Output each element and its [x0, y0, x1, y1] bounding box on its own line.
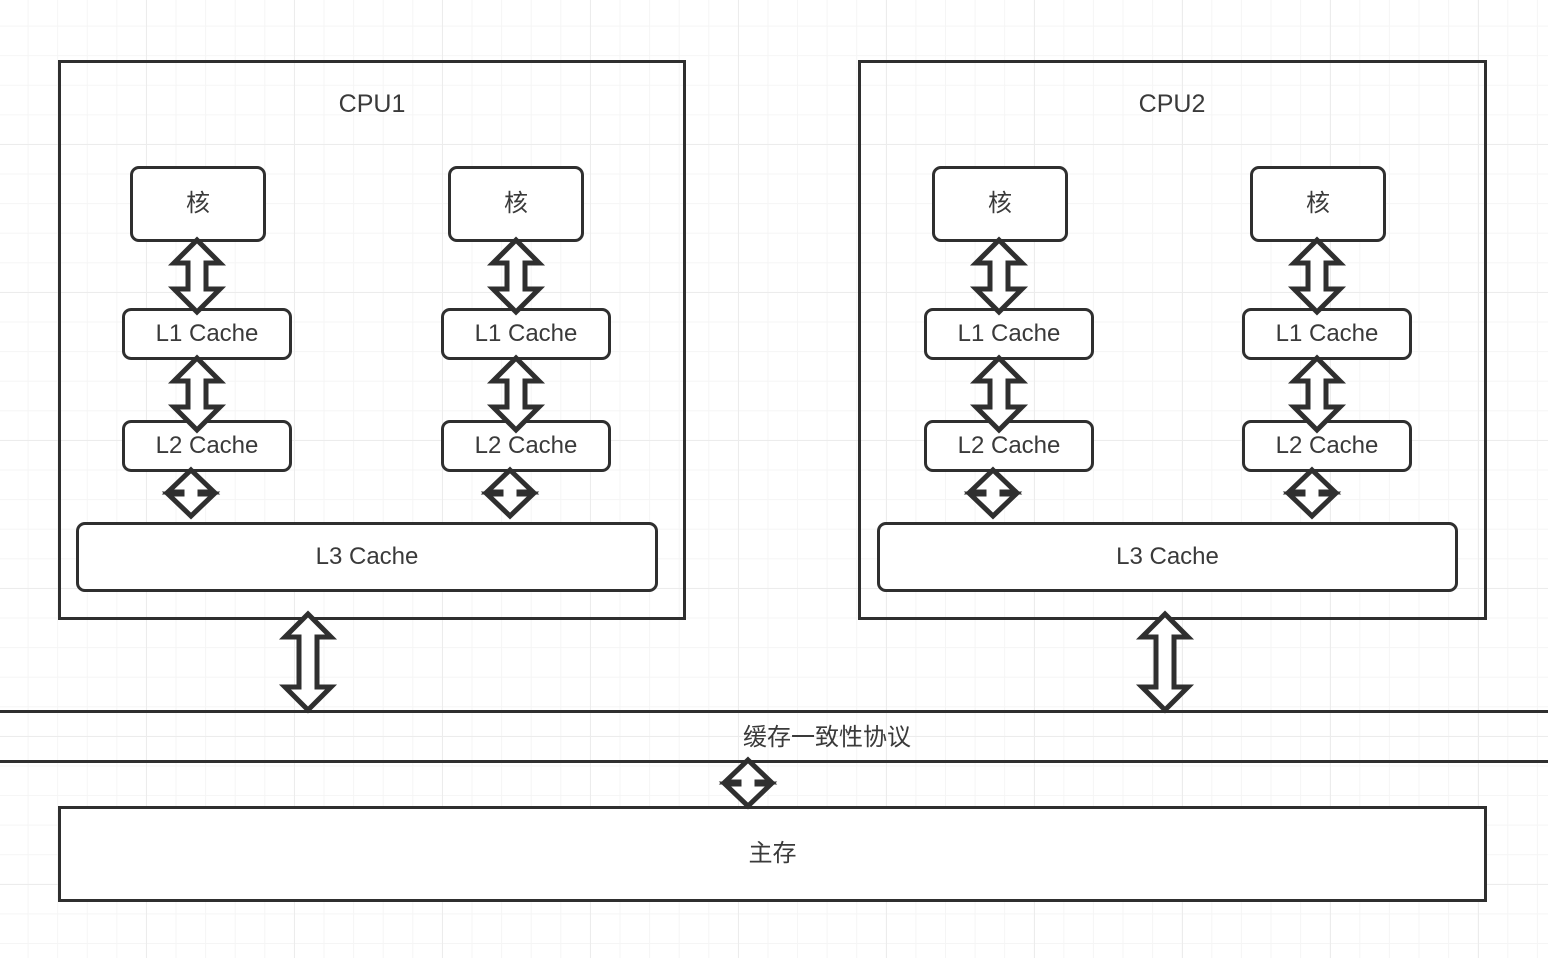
cpu1-title: CPU1 [338, 90, 406, 118]
bus-bottom-line [0, 760, 1548, 763]
arrow-cpu2-core1-to-l1 [976, 240, 1022, 312]
cpu2-l3-cache: L3 Cache [877, 522, 1458, 592]
arrow-cpu1-l1-to-l2-right [493, 358, 539, 430]
bus-label: 缓存一致性协议 [743, 724, 911, 751]
bus-top-line [0, 710, 1548, 713]
cpu2-l2-cache-2: L2 Cache [1242, 420, 1412, 472]
cpu1-container [58, 60, 686, 620]
arrow-cpu1-l3-to-bus [285, 614, 331, 710]
arrow-cpu2-l1-to-l2-left [976, 358, 1022, 430]
cpu1-l2-cache-2: L2 Cache [441, 420, 611, 472]
cpu2-core-2: 核 [1250, 166, 1386, 242]
arrow-cpu2-l2-to-l3-left [970, 470, 1016, 516]
cpu2-title: CPU2 [1138, 90, 1206, 118]
arrow-cpu1-l2-to-l3-left [168, 470, 214, 516]
arrow-cpu2-l3-to-bus [1142, 614, 1188, 710]
cpu1-l1-cache-1: L1 Cache [122, 308, 292, 360]
cpu1-l2-cache-1: L2 Cache [122, 420, 292, 472]
arrow-cpu2-core2-to-l1 [1294, 240, 1340, 312]
cpu2-l1-cache-1: L1 Cache [924, 308, 1094, 360]
arrow-cpu1-l1-to-l2-left [174, 358, 220, 430]
arrow-cpu1-core1-to-l1 [174, 240, 220, 312]
cpu1-l1-cache-2: L1 Cache [441, 308, 611, 360]
cpu1-l3-cache: L3 Cache [76, 522, 658, 592]
cpu1-core-1: 核 [130, 166, 266, 242]
cpu2-l1-cache-2: L1 Cache [1242, 308, 1412, 360]
main-memory-box: 主存 [58, 806, 1487, 902]
arrow-bus-to-memory [725, 760, 771, 806]
arrow-cpu2-l2-to-l3-right [1289, 470, 1335, 516]
arrow-cpu1-l2-to-l3-right [487, 470, 533, 516]
arrow-cpu2-l1-to-l2-right [1294, 358, 1340, 430]
arrow-cpu1-core2-to-l1 [493, 240, 539, 312]
